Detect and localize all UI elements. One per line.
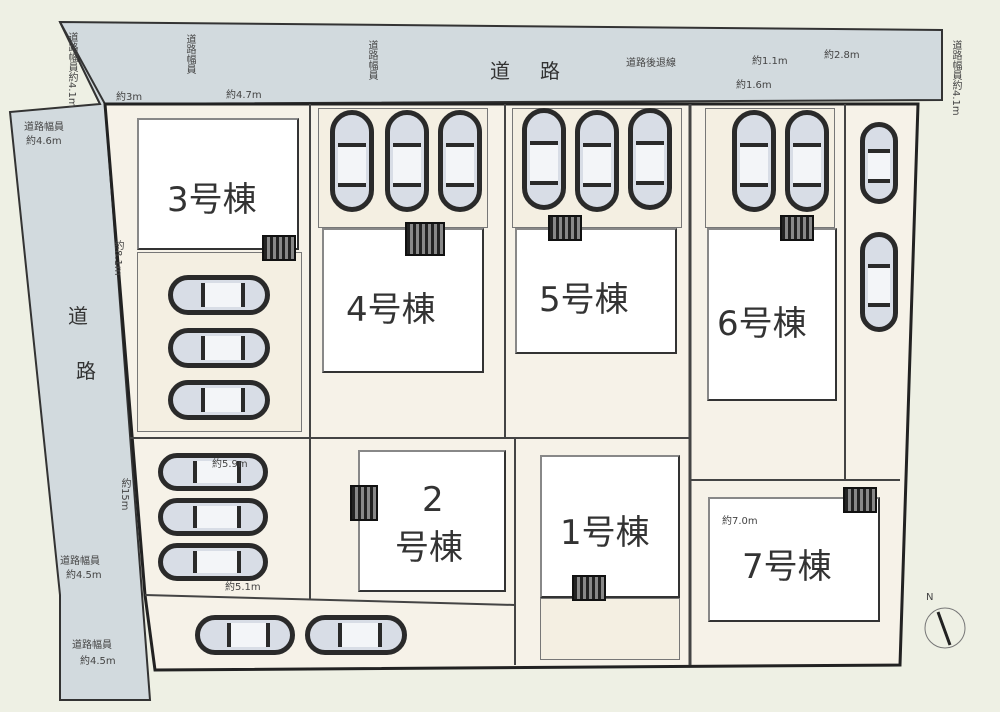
dim-1-1m: 約1.1m: [752, 56, 788, 67]
building-7-label: 7号棟: [742, 547, 832, 587]
meter-box-icon: [548, 215, 582, 241]
building-4-label: 4号棟: [346, 290, 436, 330]
building-6: 6号棟: [707, 228, 837, 401]
building-2-label: 号棟: [395, 528, 463, 568]
road-label-top: 道路: [490, 59, 590, 83]
car: [158, 543, 268, 581]
car: [628, 108, 672, 210]
north-arrow-circle: [924, 607, 966, 649]
building-1-label: 1号棟: [560, 513, 650, 553]
dim-left-road-width-3: 道路幅員: [72, 640, 112, 651]
dim-left-road-width-val-2: 約4.5m: [66, 570, 102, 581]
road-label-left-2: 路: [76, 359, 126, 383]
building-2-number: 2: [422, 480, 444, 520]
dim-3m: 約3m: [116, 92, 143, 103]
dim-5-1m: 約5.1m: [225, 582, 261, 593]
meter-box-icon: [350, 485, 378, 521]
dim-5-9m: 約5.9m: [212, 459, 248, 470]
dim-road-width-2: 道路幅員: [184, 34, 195, 74]
building-5: 5号棟: [515, 228, 677, 354]
building-4: 4号棟: [322, 228, 484, 373]
dim-15m: 約15m: [119, 478, 130, 511]
building-5-label: 5号棟: [539, 280, 629, 320]
meter-box-icon: [262, 235, 296, 261]
dim-left-road-width-val-3: 約4.5m: [80, 656, 116, 667]
car: [168, 380, 270, 420]
car: [438, 110, 482, 212]
dim-left-road-width-2: 道路幅員: [60, 556, 100, 567]
car: [860, 232, 898, 332]
car: [330, 110, 374, 212]
building-1: 1号棟: [540, 455, 680, 598]
building-7: 7号棟: [708, 497, 880, 622]
north-arrow-needle: [936, 611, 952, 646]
car: [785, 110, 829, 212]
north-label: N: [926, 592, 934, 603]
building-6-label: 6号棟: [717, 304, 807, 344]
dim-left-road-width-val: 約4.6m: [26, 136, 62, 147]
road-label-left-1: 道: [68, 304, 118, 328]
dim-8-1m: 約8.1m: [112, 240, 123, 276]
car: [158, 453, 268, 491]
car: [168, 275, 270, 315]
building-3: 3号棟: [137, 118, 299, 250]
car: [195, 615, 295, 655]
dim-left-road-width: 道路幅員: [24, 122, 64, 133]
parking-lot-1: [540, 598, 680, 660]
dim-road-width-top-left: 道路幅員約4.1m: [66, 32, 77, 108]
car: [158, 498, 268, 536]
car: [168, 328, 270, 368]
car: [860, 122, 898, 204]
dim-road-width-right: 道路幅員約4.1m: [950, 40, 961, 116]
dim-7-0m: 約7.0m: [722, 516, 758, 527]
dim-4-7m: 約4.7m: [226, 90, 262, 101]
meter-box-icon: [405, 222, 445, 256]
car: [385, 110, 429, 212]
dim-2-8m: 約2.8m: [824, 50, 860, 61]
meter-box-icon: [780, 215, 814, 241]
building-2: 2 号棟: [358, 450, 506, 592]
meter-box-icon: [572, 575, 606, 601]
car: [732, 110, 776, 212]
meter-box-icon: [843, 487, 877, 513]
dim-road-width-3: 道路幅員: [366, 40, 377, 80]
car: [305, 615, 407, 655]
building-3-label: 3号棟: [167, 180, 257, 220]
dim-1-6m: 約1.6m: [736, 80, 772, 91]
setback-line-label: 道路後退線: [626, 58, 676, 69]
car: [522, 108, 566, 210]
car: [575, 110, 619, 212]
